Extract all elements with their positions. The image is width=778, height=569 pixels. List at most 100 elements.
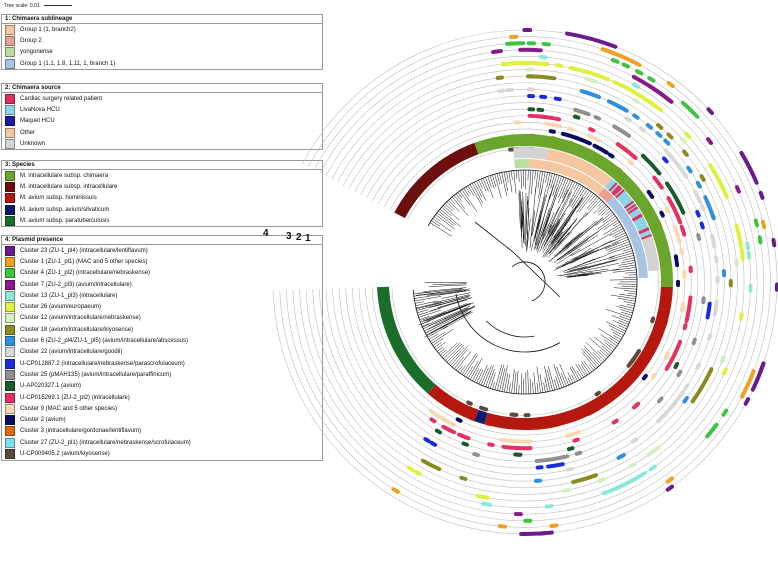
source-mark xyxy=(632,214,643,222)
plasmid-mark xyxy=(740,369,756,399)
plasmid-mark xyxy=(665,484,675,492)
plasmid-mark xyxy=(518,47,543,53)
leaf-branch xyxy=(597,350,607,360)
plasmid-mark xyxy=(624,116,632,123)
legend-label: M. intracellulare subsp. intracellulare xyxy=(20,183,118,190)
leaf-branch xyxy=(613,287,637,290)
legend-item: M. intracellulare subsp. intracellulare xyxy=(2,181,322,192)
leaf-branch xyxy=(611,255,634,262)
chimaera-branch xyxy=(549,208,574,244)
leaf-branch xyxy=(626,304,635,307)
leaf-branch xyxy=(623,301,635,304)
leaf-branch xyxy=(568,185,582,207)
plasmid-mark xyxy=(681,229,687,237)
plasmid-mark xyxy=(626,348,641,368)
leaf-branch xyxy=(567,181,576,197)
leaf-branch xyxy=(567,377,572,385)
chimaera-branch xyxy=(569,266,588,272)
plasmid-mark xyxy=(657,396,664,404)
legend-species: 3: Species M. intracellulare subsp. chim… xyxy=(1,160,323,228)
plasmid-mark xyxy=(650,372,657,380)
leaf-branch xyxy=(465,366,473,378)
leaf-branch xyxy=(600,334,618,347)
plasmid-mark xyxy=(544,504,554,509)
chimaera-branch xyxy=(554,203,580,242)
legend-item: M. avium subsp. paratuberculosis xyxy=(2,215,322,226)
plasmid-mark xyxy=(413,469,422,476)
species-band xyxy=(484,286,673,430)
plasmid-mark xyxy=(673,254,679,262)
legend-item: LivaNova HCU xyxy=(2,104,322,115)
plasmid-mark xyxy=(648,464,657,472)
plasmid-mark xyxy=(472,452,480,458)
plasmid-mark xyxy=(695,180,702,189)
leaf-branch xyxy=(529,378,532,394)
leaf-branch xyxy=(436,212,454,226)
chimaera-branch xyxy=(542,206,560,240)
leaf-branch xyxy=(440,349,447,356)
intracellulare-branch xyxy=(422,303,467,321)
leaf-branch xyxy=(480,367,489,386)
legend-swatch xyxy=(5,347,15,358)
legend-item: Group 1 (1, branch2) xyxy=(2,24,322,35)
legend-title: 4: Plasmid presence xyxy=(2,236,322,245)
plasmid-mark xyxy=(631,74,673,103)
legend-label: yongonense xyxy=(20,49,53,56)
leaf-branch xyxy=(614,232,626,239)
legend-chimaera-sublineage: 1: Chimaera sublineage Group 1 (1, branc… xyxy=(1,14,323,71)
plasmid-mark xyxy=(662,156,669,164)
leaf-branch xyxy=(416,301,442,309)
leaf-branch xyxy=(611,315,630,323)
leaf-branch xyxy=(621,259,635,264)
leaf-branch xyxy=(446,344,464,363)
plasmid-mark xyxy=(707,333,713,341)
plasmid-mark xyxy=(679,136,687,145)
plasmid-mark xyxy=(640,153,662,176)
plasmid-mark xyxy=(611,418,619,425)
source-band xyxy=(641,235,660,272)
leaf-branch xyxy=(494,364,503,390)
leaf-branch xyxy=(592,352,604,363)
leaf-branch xyxy=(587,197,600,211)
intracellulare-branch xyxy=(436,305,466,317)
plasmid-mark xyxy=(434,428,442,435)
plasmid-ring-track xyxy=(312,69,738,495)
legend-item: Group 1 (1.1, 1.8, 1.11, 1, branch 1) xyxy=(2,58,322,69)
legend-item: Cluster 22 (avium/intracellulare/goodii) xyxy=(2,347,322,358)
chimaera-branch xyxy=(532,188,543,236)
legend-label: LivaNova HCU xyxy=(20,106,60,113)
plasmid-mark xyxy=(758,364,765,374)
leaf-branch xyxy=(441,342,458,358)
leaf-branch xyxy=(417,309,429,314)
chimaera-branch xyxy=(564,250,594,264)
chimaera-branch xyxy=(553,220,598,257)
leaf-branch xyxy=(537,171,541,189)
plasmid-mark xyxy=(612,124,631,138)
plasmid-mark xyxy=(699,203,706,212)
leaf-branch xyxy=(513,170,517,194)
plasmid-mark xyxy=(655,131,663,138)
intracellulare-branch xyxy=(440,311,471,329)
plasmid-mark xyxy=(746,250,752,260)
leaf-branch xyxy=(476,370,484,384)
plasmid-mark xyxy=(423,437,431,444)
plasmid-ring-track xyxy=(305,62,745,502)
legend-label: Cluster 3 (intracellulare/gordonae/lenti… xyxy=(20,428,142,435)
legend-swatch xyxy=(5,426,15,437)
plasmid-mark xyxy=(494,49,503,54)
plasmid-mark xyxy=(479,405,489,412)
legend-item: U-CP015269.1 (ZU-2_pl2) (intracellulare) xyxy=(2,392,322,403)
leaf-branch xyxy=(610,279,637,281)
leaf-branch xyxy=(560,372,567,387)
legend-item: yongonense xyxy=(2,47,322,58)
leaf-branch xyxy=(501,365,508,392)
plasmid-mark xyxy=(664,339,683,371)
leaf-branch xyxy=(608,243,631,252)
leaf-branch xyxy=(545,172,548,183)
leaf-branch xyxy=(506,171,509,183)
leaf-branch xyxy=(487,369,495,388)
plasmid-mark xyxy=(750,361,766,392)
chimaera-branch xyxy=(548,226,572,255)
intracellulare-branch xyxy=(445,303,470,314)
plasmid-mark xyxy=(705,422,719,439)
